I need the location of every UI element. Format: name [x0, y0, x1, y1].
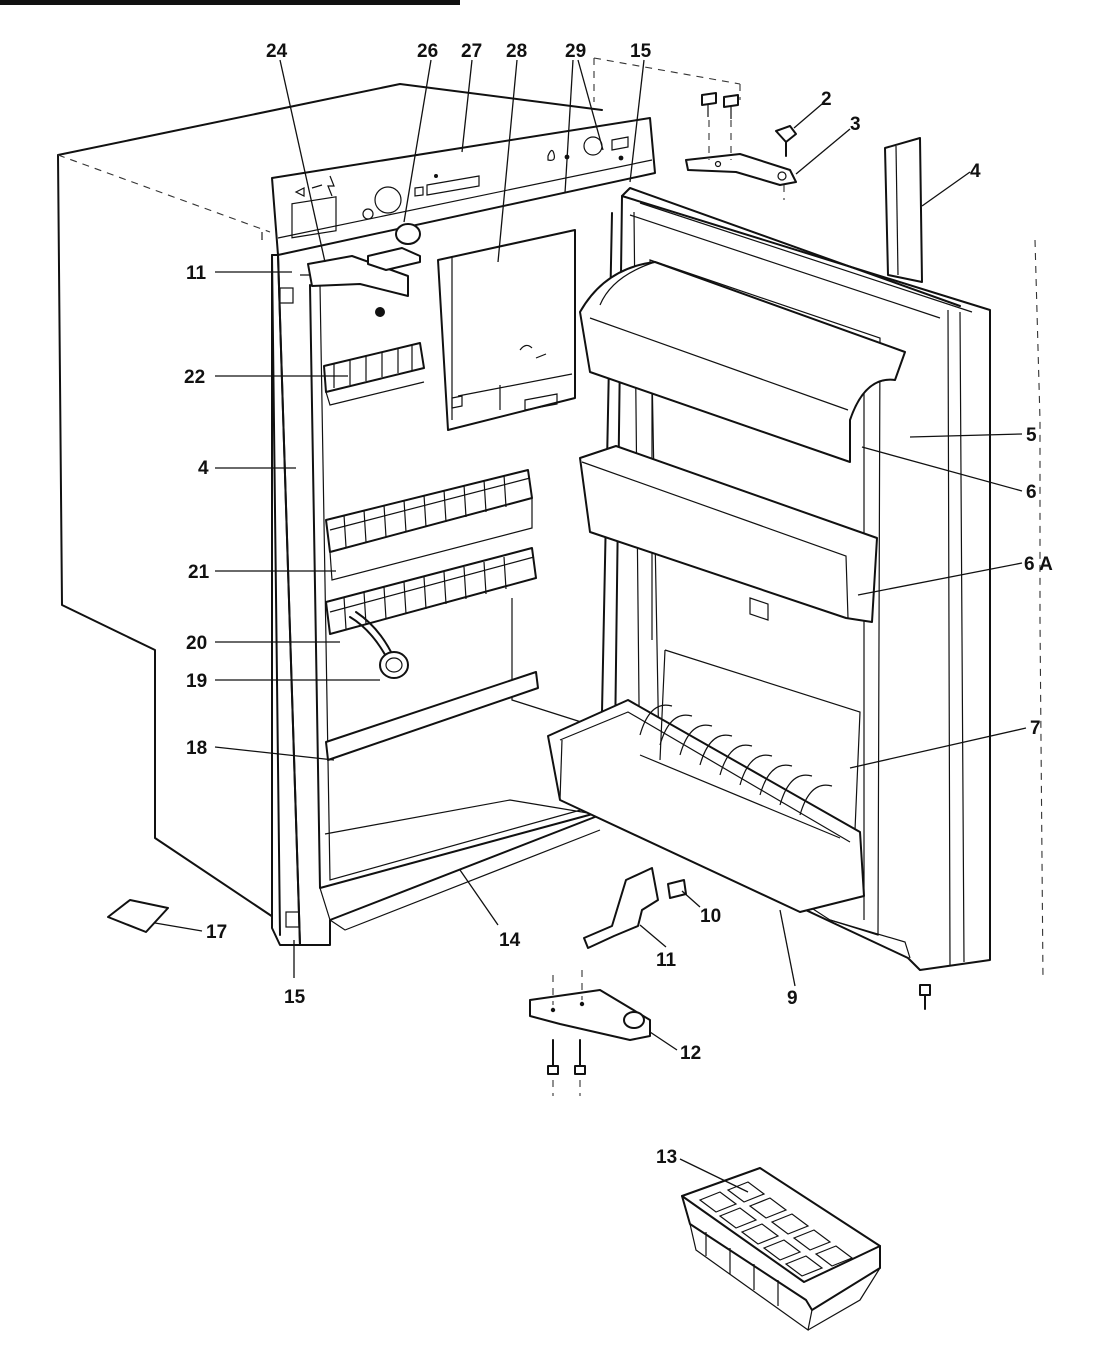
ice-tray	[681, 1167, 881, 1332]
bottom-hinge	[529, 970, 651, 1096]
callout-11-bottom: 11	[656, 950, 677, 971]
callout-27: 27	[461, 41, 482, 62]
callout-29: 29	[565, 41, 586, 62]
door-bracket	[583, 867, 687, 949]
callout-18: 18	[186, 738, 207, 759]
freezer-compartment	[437, 229, 576, 431]
top-hinge-screws	[701, 92, 739, 160]
callout-3: 3	[850, 114, 861, 135]
leader-lines	[154, 59, 1027, 1193]
callout-10: 10	[700, 906, 721, 927]
callout-19: 19	[186, 671, 207, 692]
gasket-strip	[884, 137, 923, 283]
callout-11-left: 11	[186, 263, 207, 284]
callout-24: 24	[266, 41, 288, 62]
wire-shelf-lower	[325, 547, 537, 635]
callout-6a: 6 A	[1024, 554, 1053, 575]
wire-shelf-upper	[325, 469, 533, 581]
callout-28: 28	[506, 41, 527, 62]
callout-2: 2	[821, 89, 832, 110]
callout-15-top: 15	[630, 41, 652, 62]
label-packet	[107, 899, 169, 933]
callout-17: 17	[206, 922, 227, 943]
interior-light	[349, 611, 409, 679]
callout-4-left: 4	[198, 458, 209, 479]
callout-14: 14	[499, 930, 521, 951]
callout-5: 5	[1026, 425, 1037, 446]
top-border-bar	[0, 0, 460, 5]
callout-20: 20	[186, 633, 207, 654]
callout-21: 21	[188, 562, 210, 583]
callout-labels: 24 26 27 28 29 15 2 3 4 11 22 4 5 6 6 A …	[184, 41, 1053, 1168]
callout-6: 6	[1026, 482, 1037, 503]
callout-7: 7	[1030, 718, 1041, 739]
callout-26: 26	[417, 41, 438, 62]
callout-13: 13	[656, 1147, 677, 1168]
freezer-shelf	[323, 342, 425, 406]
upper-left-hinge	[307, 223, 421, 317]
hinge-pin	[775, 125, 797, 157]
door	[547, 187, 991, 971]
callout-9: 9	[787, 988, 798, 1009]
callout-15-bottom: 15	[284, 987, 306, 1008]
cabinet	[57, 83, 656, 946]
callout-22: 22	[184, 367, 205, 388]
crisper-rail	[325, 671, 539, 761]
callout-12: 12	[680, 1043, 701, 1064]
top-hinge	[685, 153, 797, 200]
callout-4-right: 4	[970, 161, 981, 182]
